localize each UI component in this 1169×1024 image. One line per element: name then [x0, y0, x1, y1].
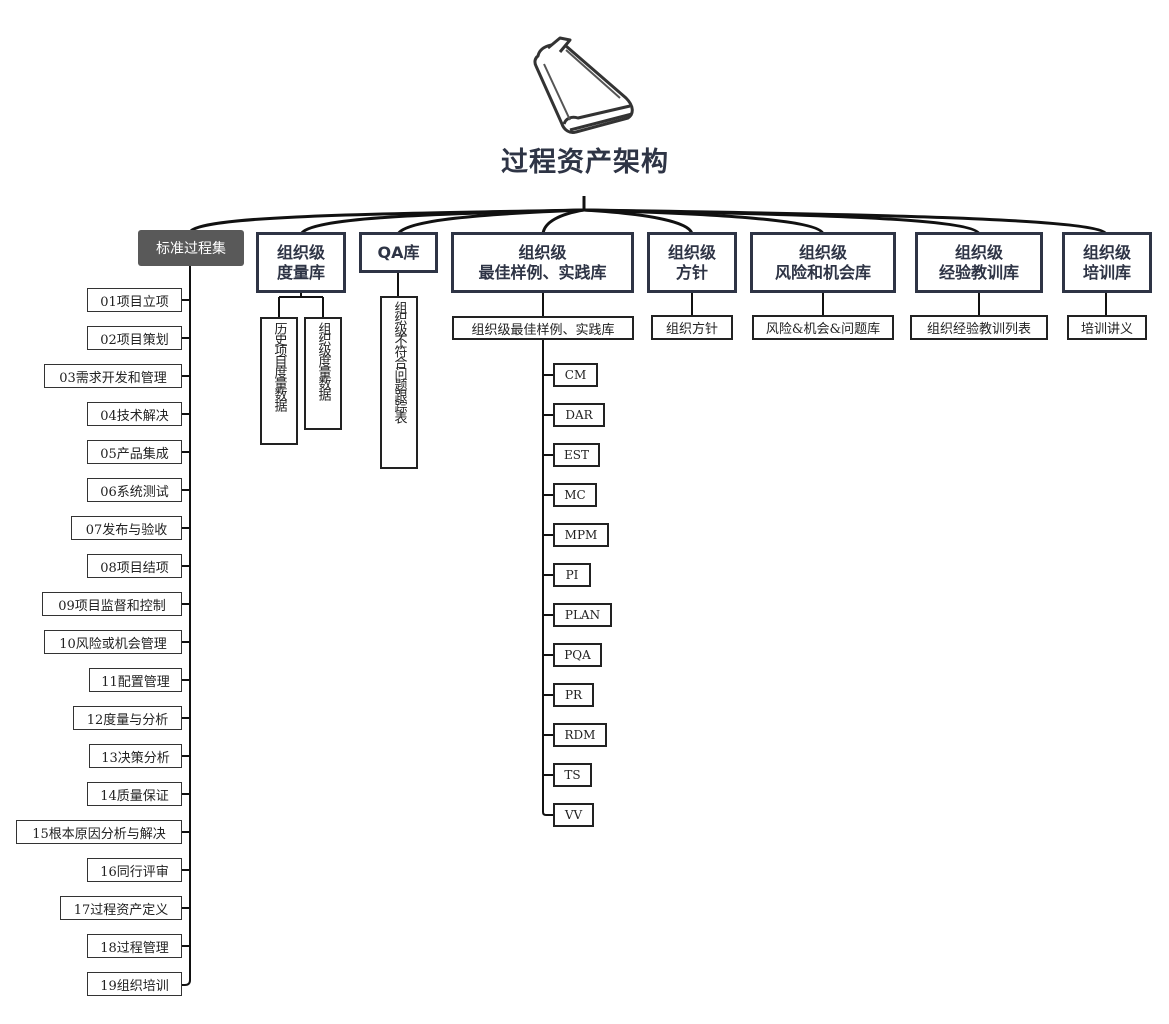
practice-area-mc[interactable]: MC: [553, 483, 597, 507]
practice-area-vv[interactable]: VV: [553, 803, 594, 827]
practice-area-est[interactable]: EST: [553, 443, 600, 467]
book-icon: [533, 36, 634, 134]
process-item[interactable]: 06系统测试: [87, 478, 182, 502]
training-materials[interactable]: 培训讲义: [1067, 315, 1147, 340]
practice-area-plan[interactable]: PLAN: [553, 603, 612, 627]
practice-area-pi[interactable]: PI: [553, 563, 591, 587]
risk-opportunity-issue-library[interactable]: 风险&机会&问题库: [752, 315, 894, 340]
practice-area-mpm[interactable]: MPM: [553, 523, 609, 547]
process-item[interactable]: 19组织培训: [87, 972, 182, 996]
process-item[interactable]: 09项目监督和控制: [42, 592, 182, 616]
practice-area-rdm[interactable]: RDM: [553, 723, 607, 747]
process-item[interactable]: 13决策分析: [89, 744, 182, 768]
historical-measurement-data[interactable]: 历史项目度量数据: [260, 317, 298, 445]
process-item[interactable]: 04技术解决: [87, 402, 182, 426]
nonconformance-tracking-sheet[interactable]: 组织级不符合问题跟踪表: [380, 296, 418, 469]
category-training[interactable]: 组织级 培训库: [1062, 232, 1152, 293]
process-item[interactable]: 03需求开发和管理: [44, 364, 182, 388]
category-best-practice[interactable]: 组织级 最佳样例、实践库: [451, 232, 634, 293]
standard-process-set-node[interactable]: 标准过程集: [138, 230, 244, 266]
org-policy[interactable]: 组织方针: [651, 315, 733, 340]
category-policy[interactable]: 组织级 方针: [647, 232, 737, 293]
practice-area-pr[interactable]: PR: [553, 683, 594, 707]
category-qa[interactable]: QA库: [359, 232, 438, 273]
practice-area-pqa[interactable]: PQA: [553, 643, 602, 667]
org-measurement-data[interactable]: 组织级度量数据: [304, 317, 342, 430]
process-item[interactable]: 15根本原因分析与解决: [16, 820, 182, 844]
process-item[interactable]: 18过程管理: [87, 934, 182, 958]
best-practice-library[interactable]: 组织级最佳样例、实践库: [452, 316, 634, 340]
process-item[interactable]: 02项目策划: [87, 326, 182, 350]
process-item[interactable]: 05产品集成: [87, 440, 182, 464]
diagram-title: 过程资产架构: [501, 147, 669, 178]
process-item[interactable]: 11配置管理: [89, 668, 182, 692]
lessons-learned-list[interactable]: 组织经验教训列表: [910, 315, 1048, 340]
process-item[interactable]: 10风险或机会管理: [44, 630, 182, 654]
category-risk[interactable]: 组织级 风险和机会库: [750, 232, 896, 293]
category-measurement[interactable]: 组织级 度量库: [256, 232, 346, 293]
process-item[interactable]: 01项目立项: [87, 288, 182, 312]
process-item[interactable]: 17过程资产定义: [60, 896, 182, 920]
practice-area-ts[interactable]: TS: [553, 763, 592, 787]
process-item[interactable]: 16同行评审: [87, 858, 182, 882]
process-item[interactable]: 08项目结项: [87, 554, 182, 578]
category-lessons[interactable]: 组织级 经验教训库: [915, 232, 1043, 293]
process-item[interactable]: 14质量保证: [87, 782, 182, 806]
process-item[interactable]: 12度量与分析: [73, 706, 182, 730]
practice-area-cm[interactable]: CM: [553, 363, 598, 387]
process-item[interactable]: 07发布与验收: [71, 516, 182, 540]
practice-area-dar[interactable]: DAR: [553, 403, 605, 427]
